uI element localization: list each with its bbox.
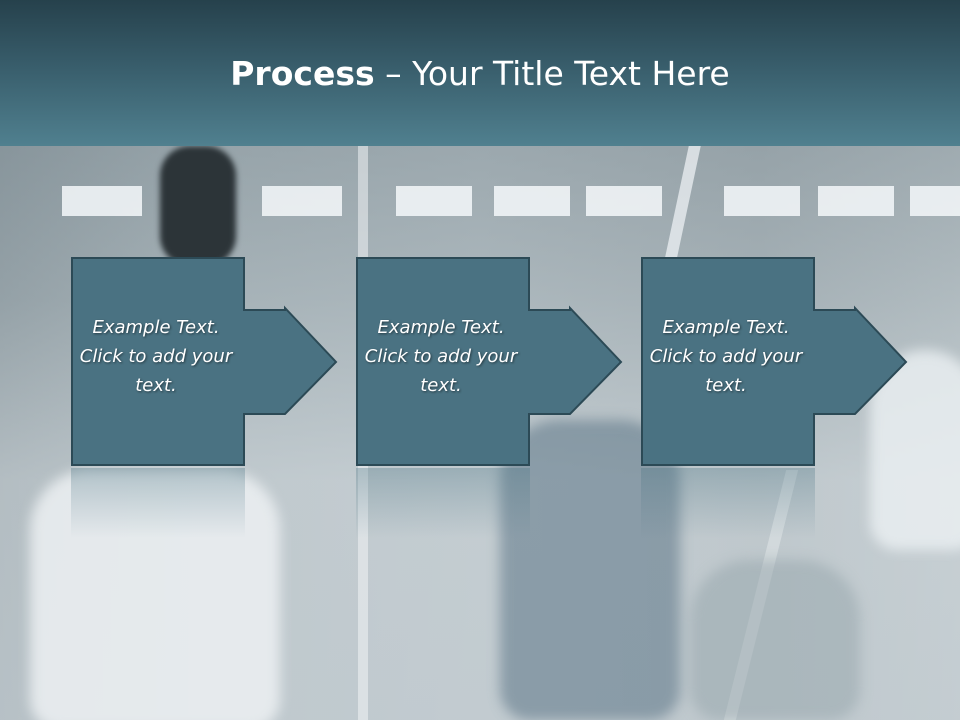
crosswalk-dash — [62, 186, 142, 216]
arrow-box-shape — [356, 257, 623, 466]
car-shape — [690, 560, 860, 720]
arrow-box-shape — [641, 257, 908, 466]
process-step-1[interactable]: Example Text. Click to add your text. — [71, 257, 341, 469]
crosswalk-dash — [262, 186, 342, 216]
step-reflection — [641, 468, 815, 538]
process-step-3[interactable]: Example Text. Click to add your text. — [641, 257, 911, 469]
crosswalk-dash — [494, 186, 570, 216]
step-text: Example Text. Click to add your text. — [364, 317, 518, 396]
step-text: Example Text. Click to add your text. — [79, 317, 233, 396]
title-bar — [0, 0, 960, 146]
motorcycle-shape — [160, 146, 236, 266]
crosswalk-dash — [818, 186, 894, 216]
process-step-2[interactable]: Example Text. Click to add your text. — [356, 257, 626, 469]
lane-line — [663, 146, 701, 266]
crosswalk-dash — [586, 186, 662, 216]
title-rest: – Your Title Text Here — [374, 54, 730, 93]
crosswalk-dash — [396, 186, 472, 216]
crosswalk-dash — [910, 186, 960, 216]
car-shape — [30, 470, 280, 720]
car-shape — [500, 420, 680, 720]
arrow-box-shape — [71, 257, 338, 466]
title-bold: Process — [230, 54, 375, 93]
step-reflection — [71, 468, 245, 538]
slide-title[interactable]: Process – Your Title Text Here — [0, 52, 960, 96]
step-reflection — [356, 468, 530, 538]
crosswalk-dash — [724, 186, 800, 216]
step-text: Example Text. Click to add your text. — [649, 317, 803, 396]
